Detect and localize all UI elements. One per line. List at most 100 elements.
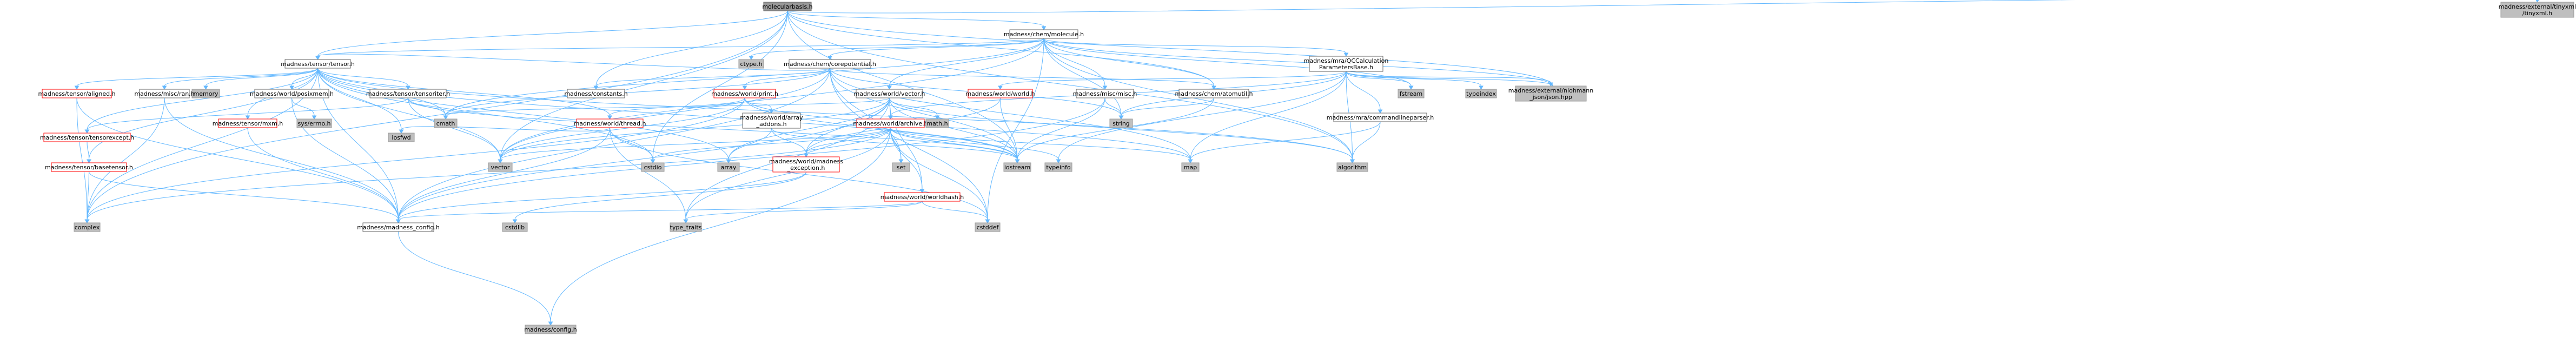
node-molecule[interactable]: madness/chem/molecule.h [1004,29,1084,39]
node-worldhash[interactable]: madness/world/worldhash.h [880,192,964,202]
edge-tensor-to-cstdio [317,68,655,163]
node-cstddef[interactable]: cstddef [975,222,1001,232]
node-miscmisc[interactable]: madness/misc/misc.h [1073,89,1137,98]
node-config[interactable]: madness/config.h [524,325,577,334]
node-ran[interactable]: madness/misc/ran.h [134,89,195,98]
node-cmdparser[interactable]: madness/mra/commandlineparser.h [1327,113,1434,122]
node-box [975,222,1001,232]
edge-molecularbasis-to-tinyxml [787,0,2539,14]
node-box [884,192,961,202]
node-algorithm[interactable]: algorithm [1336,162,1368,172]
node-tensorexcept[interactable]: madness/tensor/tensorexcept.h [40,133,134,142]
node-box [51,162,127,172]
node-tensor[interactable]: madness/tensor/tensor.h [281,59,355,69]
node-label: array [721,164,737,171]
node-label: madness/chem/corepotential.h [784,61,876,68]
node-typetraits[interactable]: type_traits [670,222,702,232]
edge-worldhash-to-cstddef [922,201,990,223]
node-label: cmath [436,120,455,127]
node-archive[interactable]: madness/world/archive.h [853,118,928,128]
node-ctype[interactable]: ctype.h [738,59,764,69]
node-label: madness/world/vector.h [854,90,925,97]
node-typeinfo[interactable]: typeinfo [1044,162,1072,172]
node-constants[interactable]: madness/constants.h [564,89,628,98]
edge-corepotential-to-tensor [315,54,830,71]
node-mathh[interactable]: math.h [925,118,949,128]
edge-qccalc-to-fstream [1346,71,1414,90]
edge-posixmem-to-errno [292,97,317,120]
edge-cmdparser-to-map [1188,121,1381,163]
node-thread[interactable]: madness/world/thread.h [574,118,646,128]
node-posixmem[interactable]: madness/world/posixmem.h [250,89,334,98]
edge-worldprint-to-thread [607,97,745,120]
node-errno[interactable]: sys/errno.h [296,118,332,128]
node-tensoriter[interactable]: madness/tensor/tensoriter.h [366,89,450,98]
node-corepotential[interactable]: madness/chem/corepotential.h [784,59,876,69]
edge-vectorh-to-cmath [443,97,890,120]
node-json[interactable]: madness/external/nlohmann_json/json.hpp [1508,85,1593,102]
node-set[interactable]: set [892,162,910,172]
node-label: map [1184,164,1197,171]
edge-cmdparser-to-algorithm [1350,121,1381,163]
node-fstream[interactable]: fstream [1398,89,1425,98]
node-box [434,118,458,128]
node-label: madness/tensor/tensoriter.h [366,90,450,97]
node-aligned[interactable]: madness/tensor/aligned.h [38,89,116,98]
node-vectorh[interactable]: madness/world/vector.h [854,89,925,98]
node-label: madness/config.h [524,326,577,333]
node-array[interactable]: array [717,162,740,172]
node-label: madness/mra/QCCalculation [1304,57,1389,64]
node-label: set [897,164,906,171]
node-label: cstddef [977,224,999,231]
node-typeindex[interactable]: typeindex [1465,89,1497,98]
node-box [567,89,625,98]
edge-molecularbasis-to-constants [593,10,788,90]
node-label: madness/madness_config.h [357,224,440,231]
node-basetensor[interactable]: madness/tensor/basetensor.h [45,162,133,172]
node-label: madness/world/madness [769,158,843,165]
node-iosfwd[interactable]: iosfwd [388,133,415,142]
edge-tensorexcept-to-basetensor [87,141,91,163]
node-worldprint[interactable]: madness/world/print.h [711,89,778,98]
node-box [502,222,528,232]
edge-tensoriter-to-cmath [408,97,448,120]
node-cstdlib[interactable]: cstdlib [502,222,528,232]
node-box [43,133,131,142]
edge-corepotential-to-worldprint [742,68,830,90]
node-map[interactable]: map [1181,162,1200,172]
edge-atomutil-to-string [1118,97,1214,120]
node-box [968,89,1033,98]
node-box [1076,89,1134,98]
node-complex[interactable]: complex [74,222,101,232]
node-atomutil[interactable]: madness/chem/atomutil.h [1175,89,1253,98]
node-cstdio[interactable]: cstdio [641,162,665,172]
node-mxm[interactable]: madness/tensor/mxm.h [213,118,283,128]
node-box [254,89,329,98]
node-label: vector [491,164,510,171]
node-label: madness/external/tinyxml [2499,3,2576,10]
node-qccalc[interactable]: madness/mra/QCCalculationParametersBase.… [1304,56,1389,72]
edge-molecule-to-vectorh [887,38,1044,90]
node-box [892,162,910,172]
node-madconfig[interactable]: madness/madness_config.h [357,222,440,232]
node-iostream[interactable]: iostream [1003,162,1031,172]
node-memory[interactable]: memory [191,89,220,98]
node-box [742,113,801,129]
node-label: madness/tensor/tensor.h [281,61,355,68]
node-label: madness/world/posixmem.h [250,90,334,97]
edge-thread-to-madconfig [396,127,610,223]
node-label: madness/tensor/basetensor.h [45,164,133,171]
node-label: _addons.h [756,121,786,128]
node-vector[interactable]: vector [488,162,513,172]
node-string[interactable]: string [1109,118,1133,128]
node-madexc[interactable]: madness/world/madness_exception.h [769,156,843,173]
node-cmath[interactable]: cmath [434,118,458,128]
node-box [191,89,220,98]
edge-molecule-to-tensor [315,38,1044,60]
edge-vectorh-to-array [726,97,890,163]
node-tinyxml[interactable]: madness/external/tinyxml/tinyxml.h [2499,2,2576,18]
edge-molecularbasis-to-tensor [315,10,788,60]
node-world[interactable]: madness/world/world.h [965,89,1035,98]
node-box [2500,2,2574,18]
node-arrayaddons[interactable]: madness/world/array_addons.h [740,113,803,129]
